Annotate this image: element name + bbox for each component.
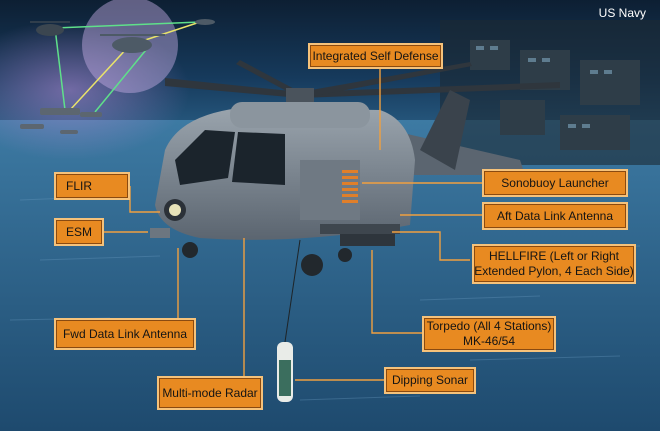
callout-text: FLIR xyxy=(66,178,93,193)
callout-text: ESM xyxy=(65,224,92,239)
callout-text: HELLFIRE (Left or Right Extended Pylon, … xyxy=(474,249,634,278)
callout-text: Sonobuoy Launcher xyxy=(501,175,609,190)
photo-credit: US Navy xyxy=(598,6,646,20)
callout-fwd-data-link-antenna: Fwd Data Link Antenna xyxy=(54,318,196,350)
leader-lines xyxy=(104,68,482,381)
small-helicopter-1 xyxy=(30,21,70,36)
main-rotor xyxy=(165,60,560,110)
callout-multi-mode-radar: Multi-mode Radar xyxy=(157,376,263,410)
nose-wheel xyxy=(182,242,198,258)
sonobuoy-rack xyxy=(342,170,358,203)
helicopter-fuselage xyxy=(150,102,415,276)
leader-torpedo xyxy=(371,250,422,334)
small-aircraft xyxy=(195,19,215,25)
hellfire-missiles xyxy=(340,234,395,246)
callout-dipping-sonar: Dipping Sonar xyxy=(384,367,476,394)
esm-antenna xyxy=(150,228,170,238)
dipping-sonar-assembly xyxy=(277,239,301,402)
callout-text: Aft Data Link Antenna xyxy=(496,208,614,223)
main-wheel-2 xyxy=(338,248,352,262)
callout-text: Torpedo (All 4 Stations) MK-46/54 xyxy=(426,319,552,348)
callout-text: Multi-mode Radar xyxy=(162,385,258,400)
ships xyxy=(20,108,102,134)
callout-integrated-self-defense: Integrated Self Defense xyxy=(308,43,443,69)
callout-text: Fwd Data Link Antenna xyxy=(62,326,188,341)
network-inset-illustration xyxy=(0,0,215,160)
callout-aft-data-link-antenna: Aft Data Link Antenna xyxy=(482,202,628,230)
weapons-pylon xyxy=(320,224,400,234)
tail-boom xyxy=(390,90,525,175)
callout-flir: FLIR xyxy=(54,172,130,200)
main-wheel xyxy=(301,254,323,276)
callout-hellfire: HELLFIRE (Left or Right Extended Pylon, … xyxy=(472,244,636,284)
callout-text: Integrated Self Defense xyxy=(312,48,439,63)
leader-hellfire xyxy=(392,231,470,261)
callout-esm: ESM xyxy=(54,218,104,246)
callout-torpedo: Torpedo (All 4 Stations) MK-46/54 xyxy=(422,316,556,352)
cockpit-windows xyxy=(175,130,285,185)
cockpit-inset xyxy=(440,20,660,165)
engine-nacelle xyxy=(230,102,370,128)
callout-sonobuoy-launcher: Sonobuoy Launcher xyxy=(482,169,628,197)
callout-text: Dipping Sonar xyxy=(391,373,469,387)
small-helicopter-2 xyxy=(100,34,165,53)
leader-flir xyxy=(129,186,160,213)
